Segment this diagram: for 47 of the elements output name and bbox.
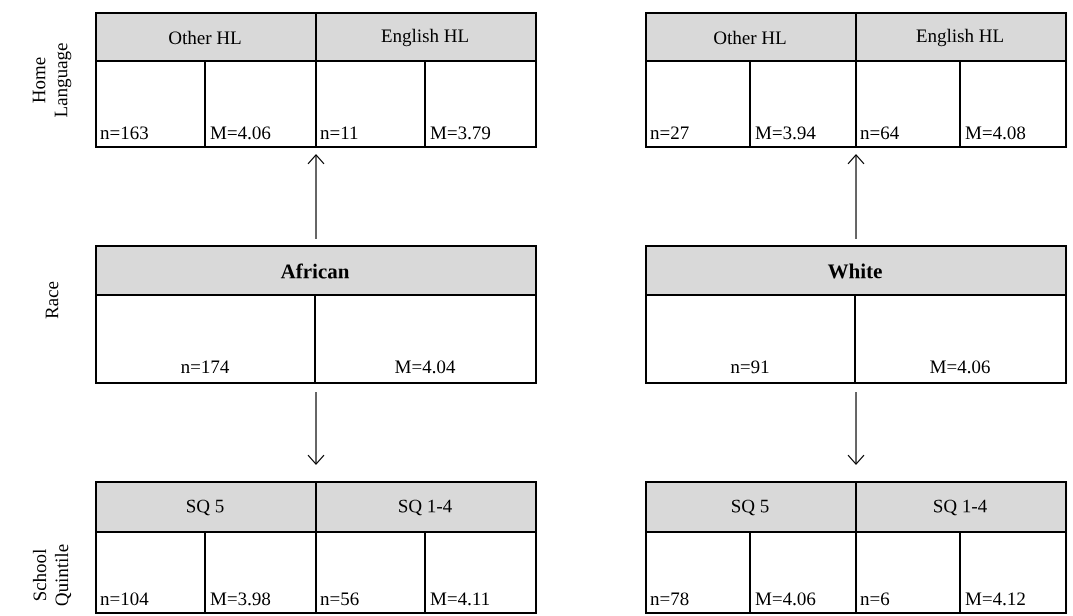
header-label: English HL <box>916 28 1003 47</box>
axis-label: Home Language <box>32 43 72 117</box>
cell-value: n=56 <box>320 592 359 606</box>
cell-value: M=4.06 <box>755 592 816 606</box>
header-label: SQ 1-4 <box>399 499 452 516</box>
category-box <box>644 481 857 614</box>
cell-value: n=6 <box>860 592 890 606</box>
race-box <box>94 245 537 384</box>
cell-value: M=3.94 <box>755 126 816 140</box>
header-label: Other HL <box>714 30 786 45</box>
header-label: SQ 1-4 <box>934 499 987 516</box>
cell-value: M=4.12 <box>965 592 1025 606</box>
header-label: SQ 5 <box>187 499 224 516</box>
category-box <box>94 12 317 148</box>
cell-value: n=174 <box>181 360 230 373</box>
cell-value: n=64 <box>860 126 899 140</box>
cell-value: n=104 <box>100 592 149 606</box>
header-label: Other HL <box>169 30 241 45</box>
axis-label: Race <box>45 281 59 319</box>
cell-value: n=11 <box>320 126 358 139</box>
category-box <box>314 481 537 614</box>
arrow <box>307 154 325 240</box>
category-box <box>854 481 1067 614</box>
category-box <box>854 12 1067 148</box>
header-label: African <box>280 263 350 279</box>
cell-value: M=3.79 <box>430 126 491 140</box>
arrow <box>847 391 865 465</box>
category-box <box>94 481 317 614</box>
cell-value: n=27 <box>650 126 689 139</box>
arrow <box>847 154 865 240</box>
cell-value: n=78 <box>650 592 689 606</box>
header-label: English HL <box>381 28 468 47</box>
header-label: White <box>827 263 882 279</box>
cell-value: M=4.11 <box>430 592 489 606</box>
cell-value: n=91 <box>730 360 769 374</box>
cell-value: M=4.06 <box>930 360 990 374</box>
cell-value: M=4.06 <box>210 126 271 140</box>
cell-value: M=4.08 <box>965 126 1026 140</box>
cell-value: M=3.98 <box>210 592 271 606</box>
cell-value: M=4.04 <box>395 360 456 374</box>
cell-value: n=163 <box>100 126 148 140</box>
race-box <box>644 245 1067 384</box>
arrow <box>307 391 325 465</box>
category-box <box>314 12 537 148</box>
axis-label: School Quintile <box>32 544 72 606</box>
category-box <box>644 12 857 148</box>
header-label: SQ 5 <box>732 499 769 516</box>
